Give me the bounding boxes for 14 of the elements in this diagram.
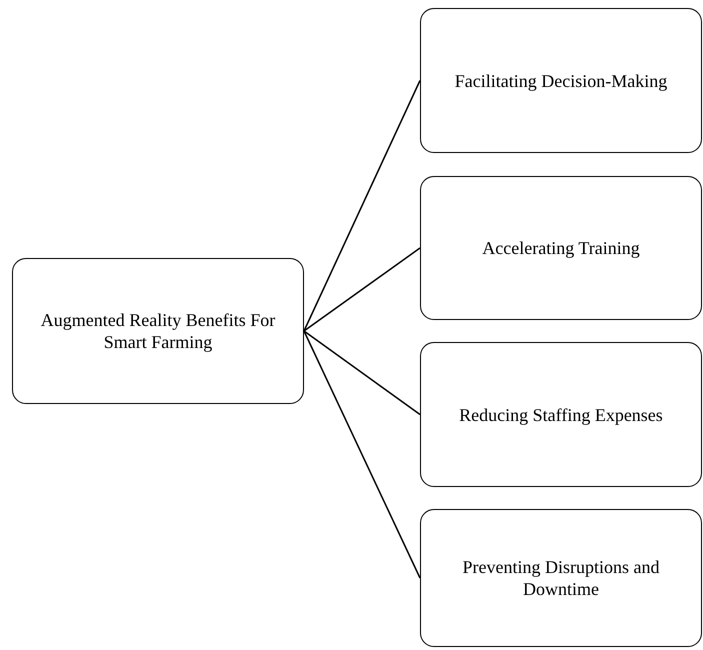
box-label: Facilitating Decision-Making	[454, 70, 668, 92]
box-label: Augmented Reality Benefits For Smart Farming	[40, 309, 276, 353]
connector-line	[303, 330, 421, 578]
box-label: Reducing Staffing Expenses	[459, 404, 663, 426]
rounded-box	[420, 8, 702, 153]
connector-line	[304, 247, 420, 332]
rounded-box	[420, 509, 702, 647]
rounded-box	[420, 176, 702, 320]
rounded-box	[420, 342, 702, 487]
connector-line	[304, 330, 420, 416]
rounded-box	[12, 258, 304, 404]
box-label: Accelerating Training	[482, 237, 640, 259]
box-label: Preventing Disruptions and Downtime	[462, 556, 660, 600]
connector-line	[303, 80, 421, 332]
